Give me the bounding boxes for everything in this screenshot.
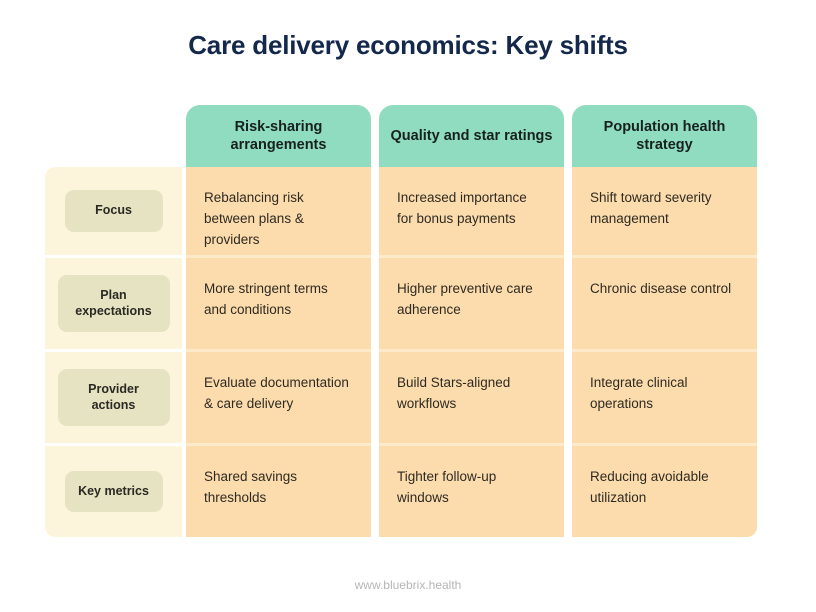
column-header-quality-and-star-ratings: Quality and star ratings — [379, 105, 564, 167]
column-body: Increased importance for bonus payments … — [379, 167, 564, 538]
comparison-matrix: Focus Plan expectations Provider actions… — [45, 105, 757, 538]
row-label-provider-actions: Provider actions — [57, 368, 170, 427]
footer-url: www.bluebrix.health — [354, 578, 462, 592]
cell-separator — [572, 255, 757, 258]
cell-separator — [186, 255, 371, 258]
row-label-key-metrics: Key metrics — [64, 470, 163, 513]
cell-separator — [572, 349, 757, 352]
table-cell: Evaluate documentation & care delivery — [186, 352, 371, 443]
cell-separator — [186, 349, 371, 352]
column-body: Shift toward severity management Chronic… — [572, 167, 757, 538]
row-label-plan-expectations: Plan expectations — [57, 274, 170, 333]
column-population-health-strategy: Population health strategy Shift toward … — [572, 105, 757, 538]
column-risk-sharing-arrangements: Risk-sharing arrangements Rebalancing ri… — [186, 105, 371, 538]
row-label-cell: Provider actions — [45, 352, 182, 443]
row-label-column: Focus Plan expectations Provider actions… — [45, 105, 182, 538]
cell-separator — [379, 349, 564, 352]
column-header-population-health-strategy: Population health strategy — [572, 105, 757, 167]
cell-separator — [379, 443, 564, 446]
row-separator — [45, 443, 182, 446]
table-cell: Tighter follow-up windows — [379, 446, 564, 537]
table-cell: Shared savings thresholds — [186, 446, 371, 537]
row-label-cell: Plan expectations — [45, 258, 182, 349]
page-title: Care delivery economics: Key shifts — [188, 30, 628, 60]
data-columns: Risk-sharing arrangements Rebalancing ri… — [182, 105, 757, 538]
row-label-focus: Focus — [64, 190, 163, 232]
row-label-cell: Focus — [45, 167, 182, 255]
cell-separator — [572, 443, 757, 446]
row-separator — [45, 255, 182, 258]
table-cell: Shift toward severity management — [572, 167, 757, 255]
table-cell: Integrate clinical operations — [572, 352, 757, 443]
row-separator — [45, 349, 182, 352]
table-cell: More stringent terms and conditions — [186, 258, 371, 349]
column-header-risk-sharing-arrangements: Risk-sharing arrangements — [186, 105, 371, 167]
table-cell: Increased importance for bonus payments — [379, 167, 564, 255]
row-label-cell: Key metrics — [45, 446, 182, 537]
table-cell: Higher preventive care adherence — [379, 258, 564, 349]
table-cell: Build Stars-aligned workflows — [379, 352, 564, 443]
cell-separator — [379, 255, 564, 258]
table-cell: Rebalancing risk between plans & provide… — [186, 167, 371, 255]
table-cell: Chronic disease control — [572, 258, 757, 349]
column-quality-and-star-ratings: Quality and star ratings Increased impor… — [379, 105, 564, 538]
cell-separator — [186, 443, 371, 446]
column-body: Rebalancing risk between plans & provide… — [186, 167, 371, 538]
table-cell: Reducing avoidable utilization — [572, 446, 757, 537]
